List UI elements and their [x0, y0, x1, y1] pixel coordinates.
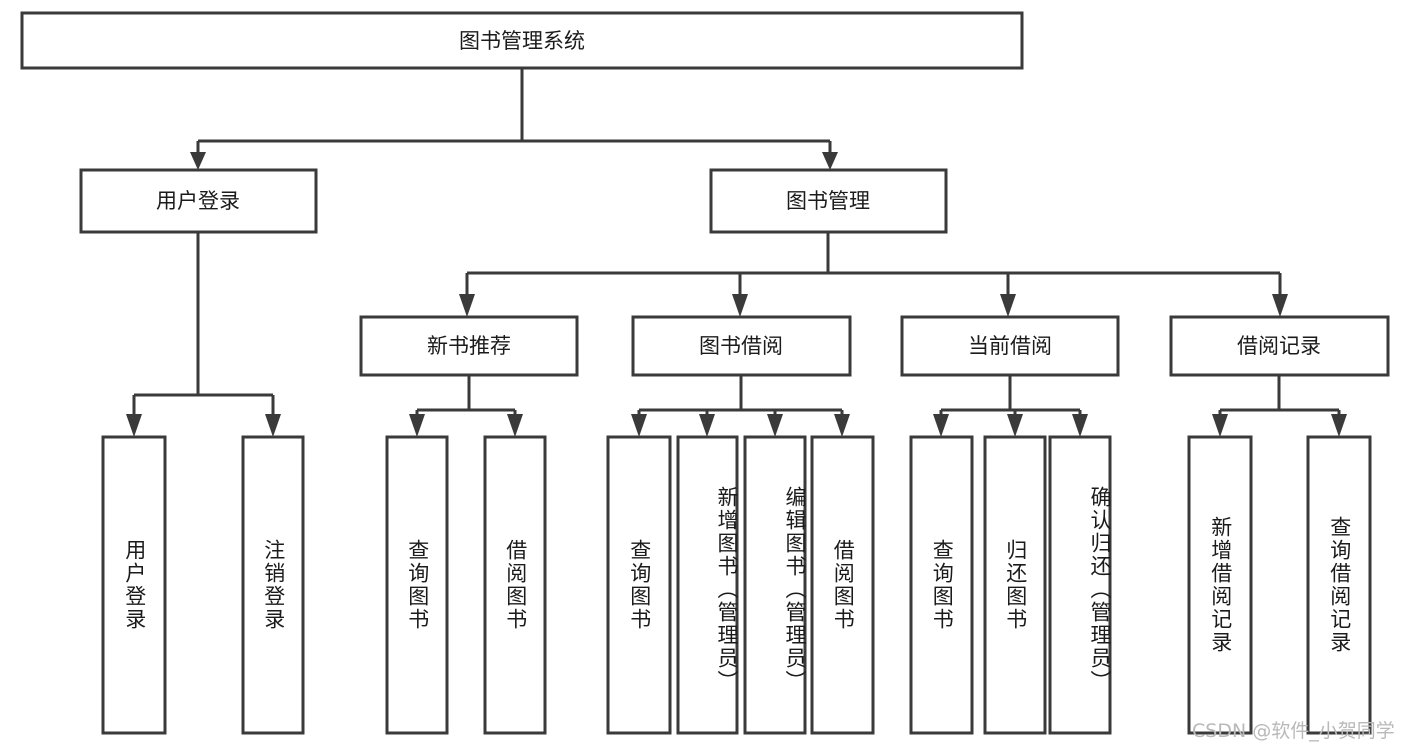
- csdn-watermark: CSDN @软件_小贺同学: [1192, 720, 1395, 742]
- leaf-box-borrow-book[interactable]: [810, 435, 875, 735]
- arrowhead-userlogin-1: [126, 414, 142, 437]
- leaf-box-add-book-admin[interactable]: [676, 435, 739, 735]
- leaf-boxes: [101, 435, 1372, 735]
- node-current-borrow[interactable]: 当前借阅: [900, 315, 1120, 377]
- node-book-borrow-label: 图书借阅: [699, 334, 783, 358]
- arrowhead-newbook-2: [507, 414, 523, 437]
- arrowhead-bookborrow-2: [699, 414, 715, 437]
- arrowhead-borrowrecord-1: [1212, 414, 1228, 437]
- arrowhead-bookborrow-3: [767, 414, 783, 437]
- node-user-login[interactable]: 用户登录: [79, 168, 318, 234]
- arrowhead-level2-2: [822, 152, 838, 170]
- leaf-box-add-borrow-record[interactable]: [1187, 435, 1253, 735]
- node-new-book-recommend-box[interactable]: [359, 315, 579, 377]
- connector-root-to-level2: [190, 68, 838, 170]
- leaf-box-query-borrow-record[interactable]: [1306, 435, 1372, 735]
- node-book-management-label: 图书管理: [786, 189, 870, 213]
- arrowhead-currentborrow-1: [933, 414, 949, 437]
- leaf-box-query-book-borrow[interactable]: [606, 435, 672, 735]
- arrowhead-level3-1: [459, 294, 475, 317]
- arrowhead-level3-2: [732, 294, 748, 317]
- connector-borrowrecord-to-leaves: [1212, 375, 1347, 437]
- node-current-borrow-label: 当前借阅: [968, 334, 1052, 358]
- arrowhead-level3-3: [1000, 294, 1016, 317]
- node-borrow-record-label: 借阅记录: [1237, 334, 1321, 358]
- leaf-box-edit-book-admin[interactable]: [743, 435, 807, 735]
- connector-newbook-to-leaves: [409, 375, 523, 437]
- node-new-book-recommend-label: 新书推荐: [427, 334, 511, 358]
- node-new-book-recommend[interactable]: 新书推荐: [359, 315, 579, 377]
- connector-bookmgmt-to-level3: [459, 232, 1288, 317]
- leaf-box-return-book[interactable]: [983, 435, 1047, 735]
- arrowhead-currentborrow-2: [1007, 414, 1023, 437]
- node-book-management[interactable]: 图书管理: [709, 168, 948, 234]
- arrowhead-bookborrow-1: [631, 414, 647, 437]
- leaf-box-confirm-return-admin[interactable]: [1048, 435, 1112, 735]
- leaf-box-user-login[interactable]: [101, 435, 167, 735]
- arrowhead-borrowrecord-2: [1331, 414, 1347, 437]
- arrowhead-userlogin-2: [265, 414, 281, 437]
- leaf-box-borrow-book-new[interactable]: [483, 435, 547, 735]
- leaf-box-query-book-current[interactable]: [909, 435, 974, 735]
- node-user-login-label: 用户登录: [156, 189, 240, 213]
- connector-bookborrow-to-leaves: [631, 375, 850, 437]
- arrowhead-currentborrow-3: [1072, 414, 1088, 437]
- node-book-borrow[interactable]: 图书借阅: [631, 315, 852, 377]
- node-root-label: 图书管理系统: [459, 29, 585, 53]
- connector-userlogin-to-leaves: [126, 232, 281, 437]
- arrowhead-newbook-1: [409, 414, 425, 437]
- node-current-borrow-box[interactable]: [900, 315, 1120, 377]
- leaf-box-logout[interactable]: [241, 435, 305, 735]
- node-borrow-record-box[interactable]: [1169, 315, 1390, 377]
- node-book-borrow-box[interactable]: [631, 315, 852, 377]
- node-root[interactable]: 图书管理系统: [20, 11, 1024, 70]
- arrowhead-bookborrow-4: [834, 414, 850, 437]
- arrowhead-level3-4: [1272, 294, 1288, 317]
- arrowhead-level2-1: [190, 152, 206, 170]
- leaf-box-query-book-new[interactable]: [385, 435, 449, 735]
- node-book-management-box[interactable]: [709, 168, 948, 234]
- node-root-box[interactable]: [20, 11, 1024, 70]
- node-borrow-record[interactable]: 借阅记录: [1169, 315, 1390, 377]
- connector-currentborrow-to-leaves: [933, 375, 1088, 437]
